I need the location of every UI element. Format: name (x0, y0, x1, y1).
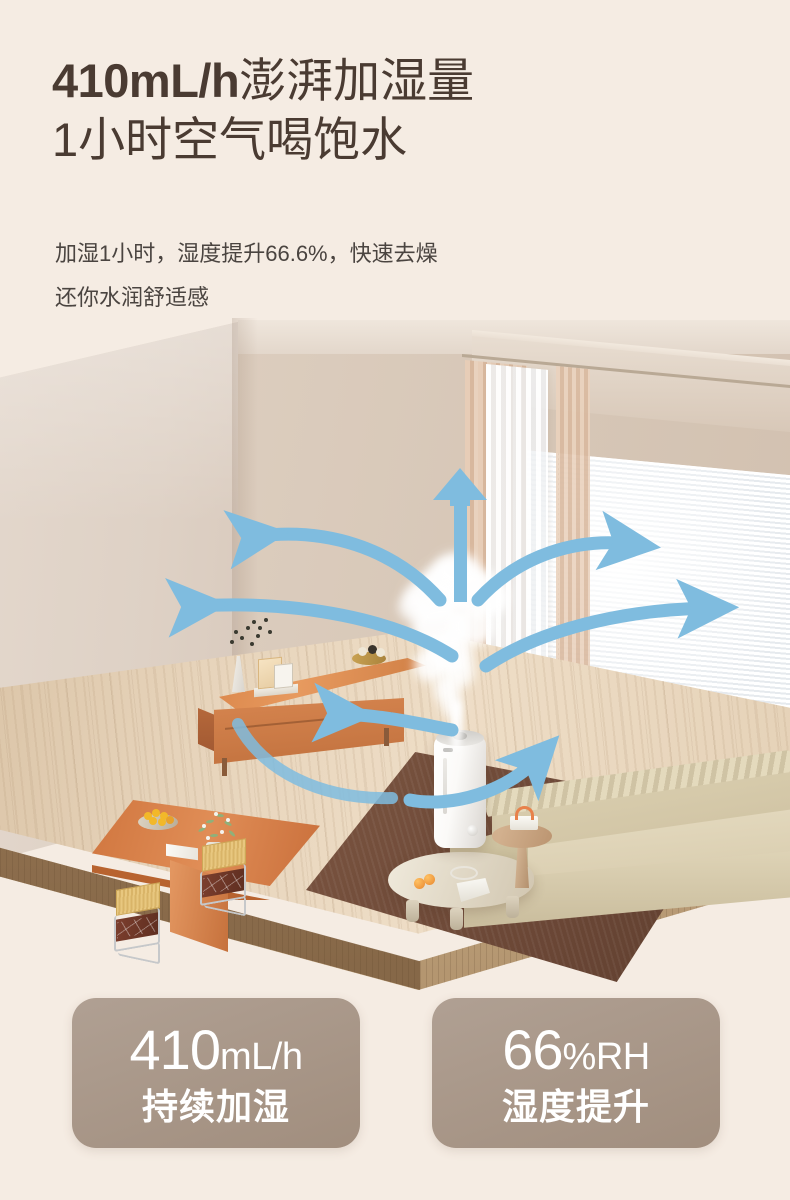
humidifier-control-knob[interactable] (467, 825, 478, 836)
dining-table (92, 800, 342, 970)
arrow-right-upper (471, 510, 661, 607)
badge-value-unit: mL/h (219, 1035, 303, 1078)
dried-twigs-decor (226, 616, 278, 662)
feature-badges: 410mL/h 持续加湿 66%RH 湿度提升 (0, 998, 790, 1168)
badge-value-number: 66 (502, 1017, 563, 1081)
headline-block: 410mL/h澎湃加湿量 1小时空气喝饱水 (52, 52, 752, 170)
arrow-right-floor (403, 735, 560, 809)
subtitle-line-2: 还你水润舒适感 (55, 285, 210, 310)
subtitle-block: 加湿1小时，湿度提升66.6%，快速去燥 还你水润舒适感 (55, 232, 735, 320)
airflow-arrows (165, 468, 740, 809)
badge-value: 410mL/h (130, 1021, 303, 1078)
badge-humidify-rate: 410mL/h 持续加湿 (72, 998, 360, 1148)
headline-line-2: 1小时空气喝饱水 (52, 113, 408, 166)
headline-line-1-text: 澎湃加湿量 (239, 54, 475, 107)
humidifier-logo (443, 748, 453, 752)
arrow-right-lower (479, 578, 740, 673)
orange-decor (414, 878, 425, 889)
badge-value-number: 410 (129, 1017, 221, 1081)
badge-label: 持续加湿 (141, 1085, 290, 1127)
decor-ball (368, 645, 377, 654)
decor-ball (358, 647, 367, 656)
headline-line-1: 410mL/h澎湃加湿量 (52, 52, 752, 110)
badge-value: 66%RH (502, 1021, 651, 1078)
arrow-up (433, 468, 487, 602)
badge-value-unit: %RH (562, 1035, 651, 1078)
console-leg (222, 758, 227, 776)
badge-humidity-rise: 66%RH 湿度提升 (432, 998, 720, 1148)
decor-ball (376, 648, 385, 657)
orange-decor (424, 874, 435, 885)
humidifier-water-level-window (443, 758, 447, 814)
handbag-decor (506, 806, 540, 830)
flower-arrangement (194, 808, 238, 846)
room-scene-illustration (0, 300, 790, 1000)
coffee-table-leg (506, 896, 519, 918)
eyeglasses-decor (450, 866, 478, 880)
headline-metric: 410mL/h (52, 54, 240, 107)
arrow-left-lower (165, 577, 459, 663)
badge-label: 湿度提升 (501, 1085, 650, 1127)
arrow-floor-sweep (232, 718, 398, 805)
arrow-left-floor (311, 682, 459, 743)
side-table-leg (515, 840, 529, 888)
handbag-handle (515, 806, 534, 820)
arrow-left-upper (223, 510, 447, 607)
side-table (492, 806, 554, 894)
subtitle-line-1: 加湿1小时，湿度提升66.6%，快速去燥 (55, 241, 438, 266)
console-leg (384, 728, 389, 746)
coffee-table-leg (406, 900, 419, 922)
coffee-table-leg (450, 908, 463, 930)
